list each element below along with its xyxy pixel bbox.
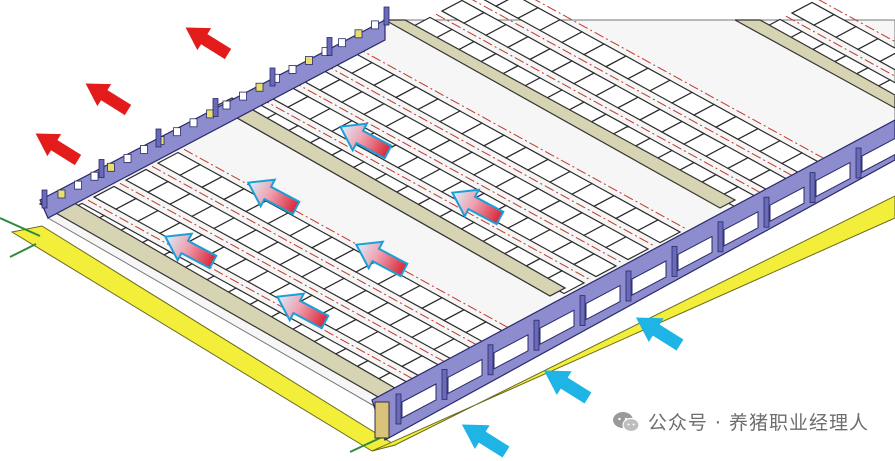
airflow-arrow-2	[246, 178, 301, 216]
center-line	[119, 182, 451, 366]
wall-pillar	[855, 147, 862, 179]
inlet-arrow-1	[635, 317, 684, 351]
pen-cell	[636, 219, 682, 244]
back-window	[74, 180, 82, 190]
inlet-opening	[861, 137, 895, 173]
back-window	[288, 65, 297, 74]
wall-pillar	[441, 368, 448, 400]
watermark: 公众号 · 养猪职业经理人	[612, 408, 869, 435]
airflow-arrow-6	[275, 292, 330, 330]
inlet-opening	[493, 333, 529, 370]
inlet-opening	[447, 358, 483, 395]
exhaust-arrow-1	[35, 133, 82, 166]
front-wall-inlets	[395, 137, 895, 425]
center-line	[534, 0, 831, 163]
center-line	[355, 46, 687, 230]
wall-pillar	[98, 159, 105, 178]
back-window	[371, 20, 379, 30]
wall-pillar	[625, 270, 632, 302]
back-window	[255, 82, 264, 92]
inlet-opening	[539, 309, 575, 346]
back-window	[107, 162, 115, 172]
center-line	[471, 0, 799, 180]
center-line	[183, 148, 515, 332]
exhaust-arrow-2	[85, 83, 132, 116]
center-line	[435, 13, 767, 197]
wall-pillar	[212, 98, 219, 117]
grid-axis-line	[0, 217, 41, 237]
back-wall-windows	[41, 6, 390, 209]
back-window	[222, 100, 231, 110]
inlet-arrow-3	[461, 424, 510, 458]
wall-pillar	[671, 245, 678, 277]
pen-cell	[604, 236, 650, 261]
wall-pillar	[763, 196, 770, 228]
pen-cell	[572, 253, 618, 278]
door	[374, 401, 390, 439]
grid-axis-line-2	[9, 243, 37, 258]
grid-axis-line-3	[349, 437, 381, 453]
wall-pillar	[809, 172, 816, 204]
center-line	[87, 199, 419, 383]
inlet-opening	[677, 235, 713, 272]
inlet-arrow-2	[543, 370, 592, 404]
back-window	[354, 29, 363, 39]
back-window	[140, 145, 148, 154]
airflow-arrow-3	[163, 232, 218, 270]
ground-strip-front	[371, 195, 895, 452]
inlet-opening	[585, 284, 621, 321]
pen-cell	[856, 38, 895, 63]
center-line	[323, 63, 655, 247]
wall-pillar	[383, 6, 390, 26]
back-window	[206, 109, 214, 119]
watermark-text: 公众号 · 养猪职业经理人	[647, 412, 869, 434]
inlet-opening	[815, 161, 851, 198]
airflow-arrow-5	[354, 240, 409, 278]
wall-pillar	[326, 37, 333, 56]
center-line	[151, 165, 483, 349]
inlet-opening	[401, 383, 437, 419]
wall-pillar	[717, 221, 724, 253]
back-window	[90, 171, 99, 181]
wall-pillar	[395, 393, 402, 425]
center-line	[259, 97, 591, 281]
back-window	[57, 189, 66, 199]
inlet-opening	[769, 186, 805, 223]
back-window	[239, 91, 247, 101]
pen-cell	[483, 0, 509, 7]
wall-pillar	[487, 344, 494, 376]
back-window	[173, 127, 181, 137]
back-window	[338, 38, 346, 48]
wall-pillar	[269, 67, 276, 87]
inlet-opening	[631, 260, 667, 296]
wall-pillar	[533, 319, 540, 351]
inlet-opening	[723, 210, 759, 247]
airflow-arrow-1	[338, 122, 393, 160]
wall-pillar	[155, 128, 162, 148]
partition-wall-2	[382, 19, 737, 209]
exhaust-arrow-3	[185, 27, 232, 60]
wall-pillar	[41, 189, 48, 209]
back-window	[189, 118, 198, 128]
back-window	[123, 153, 132, 163]
back-window	[305, 56, 313, 65]
partition-wall-3	[734, 19, 895, 109]
wechat-icon	[612, 411, 640, 432]
center-line	[291, 80, 623, 264]
airflow-arrow-4	[450, 188, 505, 226]
center-line	[785, 15, 895, 77]
wall-pillar	[579, 295, 586, 327]
